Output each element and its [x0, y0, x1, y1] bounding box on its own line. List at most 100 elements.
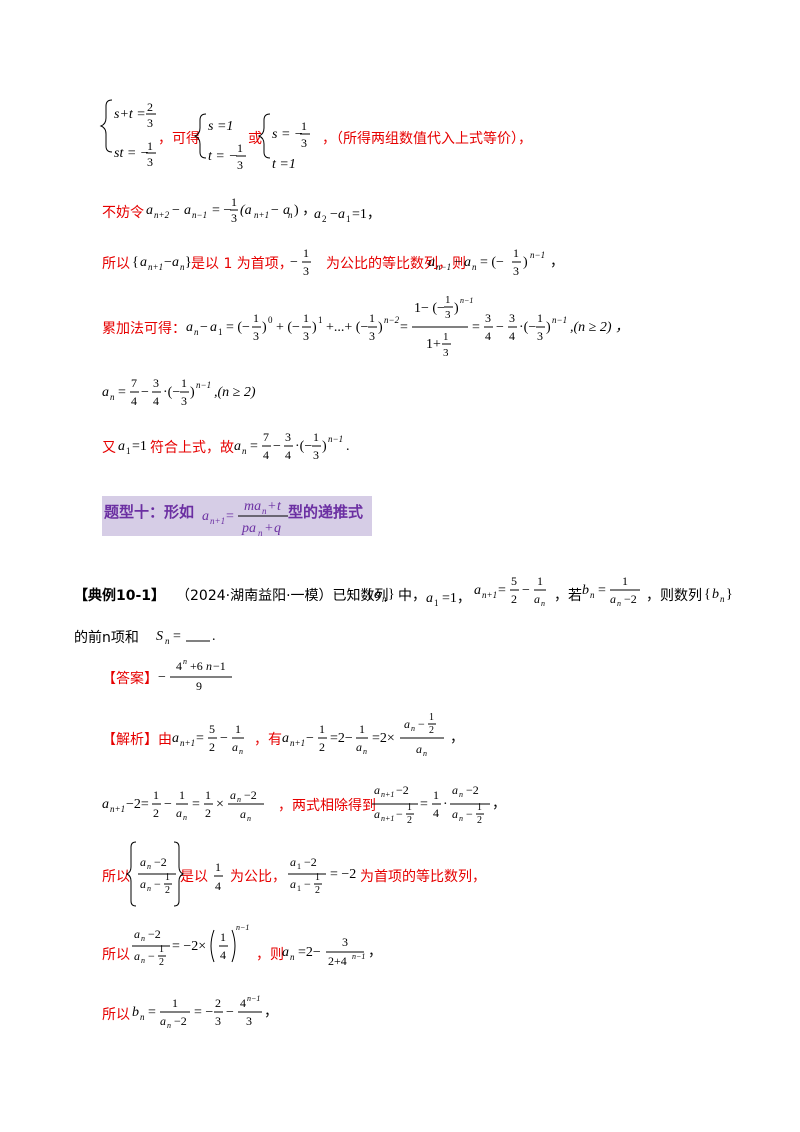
- svg-text:a: a: [338, 207, 345, 222]
- svg-text:}: }: [726, 587, 733, 602]
- svg-text:n: n: [423, 749, 427, 758]
- svg-text:): ): [312, 320, 317, 335]
- svg-text:1: 1: [237, 141, 243, 155]
- svg-text:1: 1: [181, 376, 187, 390]
- svg-text:.: .: [212, 629, 216, 644]
- svg-text:=: =: [118, 385, 126, 400]
- svg-text:2: 2: [205, 806, 211, 820]
- svg-text:×: ×: [216, 797, 224, 812]
- svg-text:1: 1: [622, 574, 628, 588]
- svg-text:2: 2: [322, 214, 327, 224]
- svg-text:5: 5: [209, 722, 215, 736]
- svg-text:n−1: n−1: [352, 952, 365, 961]
- svg-text:n: n: [239, 747, 243, 756]
- svg-text:n: n: [141, 934, 145, 943]
- cond-or-text: 或: [248, 131, 262, 147]
- svg-text:1: 1: [235, 722, 241, 736]
- svg-text:1: 1: [147, 139, 153, 153]
- svg-text:1: 1: [126, 446, 131, 456]
- svg-text:−: −: [141, 385, 149, 400]
- svg-text:−1: −1: [213, 659, 226, 673]
- svg-text:4: 4: [263, 448, 269, 462]
- svg-text:−2: −2: [466, 783, 479, 797]
- svg-text:−: −: [148, 949, 155, 963]
- svg-text:a: a: [230, 788, 236, 802]
- svg-text:a: a: [452, 807, 458, 821]
- svg-text:a: a: [102, 797, 109, 812]
- svg-text:=: =: [400, 320, 408, 335]
- svg-text:=: =: [196, 731, 204, 746]
- svg-text:n: n: [382, 594, 387, 604]
- svg-text:a: a: [534, 592, 540, 606]
- svg-text:n−1: n−1: [552, 315, 567, 325]
- svg-text:a: a: [184, 203, 191, 218]
- svg-text:4: 4: [220, 948, 226, 962]
- cond-note-text: ，（所得两组数值代入上式等价），: [322, 131, 532, 147]
- svg-text:a: a: [172, 731, 179, 746]
- let-text: 不妨令: [102, 205, 144, 221]
- so1-text: 所以: [102, 256, 130, 272]
- svg-text:=: =: [250, 439, 258, 454]
- svg-text:=: =: [498, 583, 506, 598]
- svg-text:a: a: [140, 255, 147, 270]
- svg-text:2: 2: [429, 725, 434, 736]
- svg-text:n−1: n−1: [436, 262, 451, 272]
- svg-text:5: 5: [511, 574, 517, 588]
- svg-text:a: a: [140, 877, 146, 891]
- svg-text:，: ，: [550, 255, 564, 270]
- svg-text:−2: −2: [624, 592, 637, 606]
- svg-text:a: a: [160, 1014, 166, 1028]
- svg-text:=1: =1: [132, 439, 147, 454]
- svg-text:1: 1: [346, 214, 351, 224]
- example-mid: 中，: [398, 588, 426, 604]
- svg-text:−2: −2: [304, 855, 317, 869]
- svg-text:=1，: =1，: [352, 207, 381, 222]
- svg-text:=1，: =1，: [442, 591, 471, 606]
- svg-text:3: 3: [147, 155, 153, 169]
- svg-text:{: {: [366, 587, 373, 602]
- svg-text:3: 3: [513, 264, 519, 278]
- svg-text:a: a: [374, 783, 380, 797]
- svg-text:n: n: [290, 952, 295, 962]
- svg-text:s =1: s =1: [208, 119, 233, 134]
- svg-text:2: 2: [153, 806, 159, 820]
- svg-text:(a: (a: [240, 203, 252, 218]
- svg-text:− a: − a: [270, 203, 290, 218]
- svg-text:n−1: n−1: [328, 434, 343, 444]
- svg-text:3: 3: [303, 329, 309, 343]
- example-then: ，则数列: [646, 588, 702, 604]
- svg-text:n+1: n+1: [210, 516, 225, 526]
- svg-text:a: a: [464, 255, 471, 270]
- heading-highlight: [102, 496, 372, 536]
- svg-text:1: 1: [303, 246, 309, 260]
- svg-text:n+1: n+1: [180, 738, 195, 748]
- svg-text:4: 4: [509, 329, 515, 343]
- svg-text:t: t: [277, 499, 282, 514]
- svg-text:1: 1: [159, 944, 164, 955]
- svg-text:n: n: [110, 392, 115, 402]
- svg-text:1: 1: [205, 788, 211, 802]
- svg-text:−: −: [226, 1005, 234, 1020]
- svg-text:a: a: [610, 592, 616, 606]
- svg-text:a: a: [102, 385, 109, 400]
- so1-mid-text: 是以 1 为首项，: [191, 256, 293, 272]
- svg-text:2: 2: [477, 815, 482, 826]
- svg-text:+...+ (−: +...+ (−: [326, 320, 368, 335]
- svg-text:a: a: [146, 203, 153, 218]
- svg-text:4: 4: [176, 659, 182, 673]
- svg-text:n−1: n−1: [460, 296, 473, 305]
- svg-text:·(−: ·(−: [519, 320, 536, 335]
- svg-text:a: a: [416, 742, 422, 756]
- svg-text:n: n: [258, 528, 263, 538]
- svg-text:): ): [322, 439, 327, 454]
- svg-text:a: a: [452, 783, 458, 797]
- svg-text:.: .: [346, 439, 350, 454]
- svg-text:1: 1: [433, 788, 439, 802]
- svg-text:s = −: s = −: [272, 127, 303, 142]
- svg-text:,(n ≥ 2) ，: ,(n ≥ 2) ，: [570, 320, 629, 335]
- svg-text:−2: −2: [174, 1014, 187, 1028]
- svg-text:}: }: [388, 587, 395, 602]
- svg-text:2+4: 2+4: [328, 954, 347, 968]
- svg-text:1: 1: [359, 722, 365, 736]
- svg-text:n: n: [165, 636, 170, 646]
